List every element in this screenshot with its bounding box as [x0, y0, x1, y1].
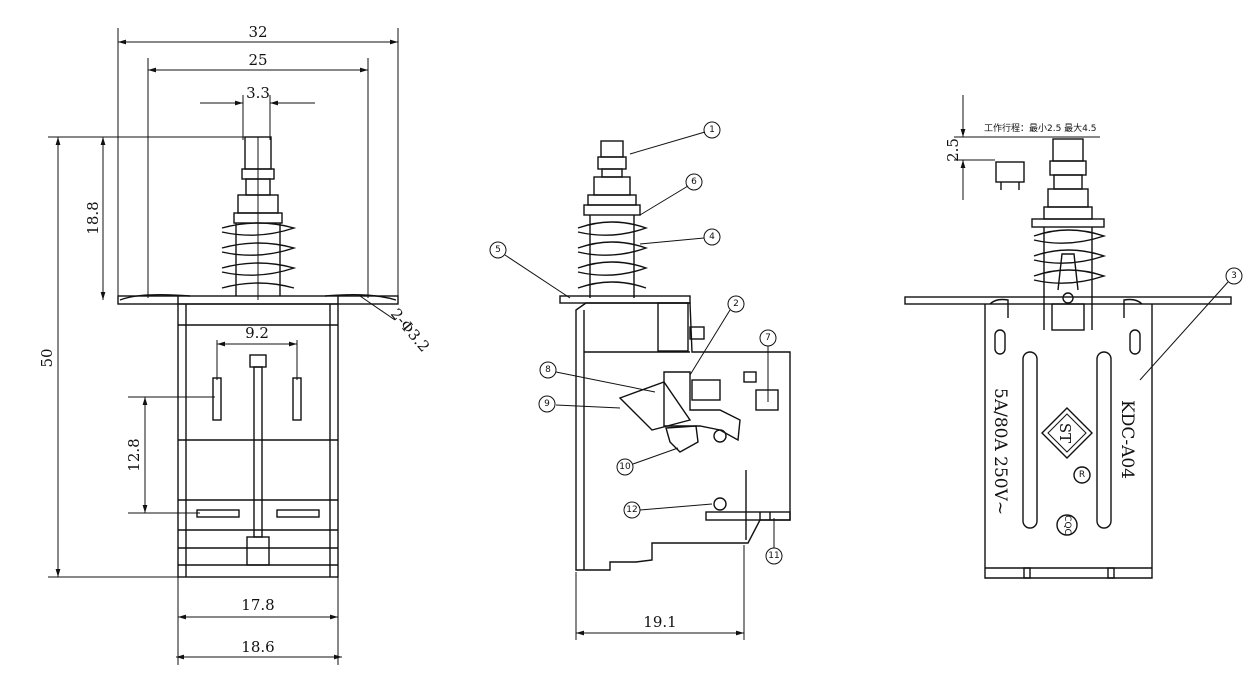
callout-10: 10 [616, 447, 679, 476]
callout-2: 2 [689, 295, 745, 376]
dim-plunger-height: 18.8 [84, 201, 102, 234]
svg-text:1: 1 [709, 125, 715, 135]
right-plate [904, 296, 1232, 305]
dim-body-inner: 17.8 [241, 596, 274, 614]
svg-text:4: 4 [709, 232, 715, 242]
callout-9: 9 [538, 395, 621, 413]
dim-total-width: 32 [248, 23, 267, 41]
svg-text:12: 12 [626, 505, 637, 515]
callout-11: 11 [765, 518, 783, 565]
callout-12: 12 [623, 501, 713, 519]
spring-middle-view [577, 215, 649, 298]
registered-mark: R [1073, 466, 1091, 484]
svg-text:7: 7 [765, 333, 771, 343]
dim-body-depth: 19.1 [643, 613, 676, 631]
left-front-view: 32 25 3.3 18.8 50 [38, 23, 433, 665]
callout-8: 8 [539, 361, 656, 393]
rear-body [984, 304, 1153, 579]
callout-5: 5 [489, 241, 571, 299]
callout-4: 4 [639, 228, 721, 246]
middle-side-view: 19.1 1 2 4 5 6 7 8 9 10 11 12 [489, 121, 791, 640]
st-logo: ST [1041, 407, 1093, 459]
svg-text:R: R [1079, 470, 1085, 480]
spring-right-view [1033, 227, 1107, 330]
dim-pin-pitch: 12.8 [125, 438, 143, 471]
dim-plunger-width: 3.3 [246, 84, 270, 102]
svg-text:8: 8 [545, 365, 551, 375]
svg-text:5: 5 [495, 245, 501, 255]
svg-text:6: 6 [691, 177, 697, 187]
svg-text:9: 9 [544, 399, 550, 409]
travel-note: 工作行程：最小2.5 最大4.5 [984, 122, 1097, 134]
dim-pin-spacing: 9.2 [245, 324, 269, 342]
dim-hole-spacing: 25 [248, 51, 267, 69]
button-cap-detail [995, 161, 1025, 183]
marking-rating: 5A/80A 250V~ [990, 388, 1010, 515]
side-body [575, 302, 791, 571]
spring-left-view [221, 222, 297, 296]
dim-hole-note: 2-Φ3.2 [387, 305, 433, 355]
dim-total-height: 50 [38, 348, 56, 367]
svg-text:2: 2 [733, 299, 739, 309]
svg-text:3: 3 [1231, 271, 1237, 281]
svg-text:10: 10 [619, 462, 631, 472]
callout-6: 6 [639, 173, 703, 216]
callout-7: 7 [759, 329, 777, 402]
svg-text:CQC: CQC [1062, 515, 1072, 535]
svg-text:ST: ST [1056, 423, 1074, 443]
callout-3: 3 [1139, 267, 1243, 381]
marking-model: KDC-A04 [1117, 400, 1137, 479]
right-rear-view: 2.5 工作行程：最小2.5 最大4.5 [904, 95, 1243, 579]
svg-text:11: 11 [768, 551, 779, 561]
dim-body-outer: 18.6 [241, 638, 274, 656]
dim-travel: 2.5 [944, 138, 962, 162]
cqc-logo: CQC [1056, 514, 1078, 536]
callout-1: 1 [629, 121, 721, 155]
